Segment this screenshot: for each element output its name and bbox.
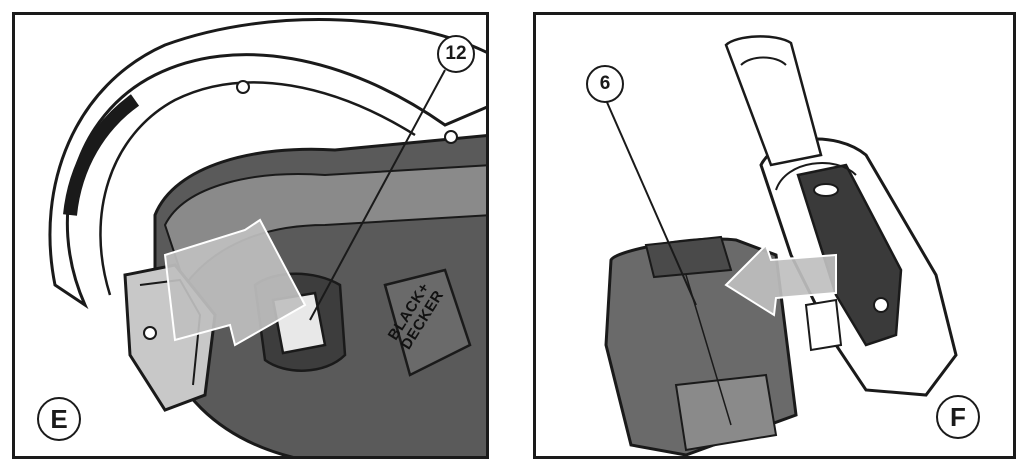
handheld-vacuum-illustration-f [604,35,958,456]
panel-e: 12 BLACK+ DECKER E [12,12,489,459]
callout-leader [309,69,446,321]
panel-letter-f: F [936,395,980,439]
hinged-lid [724,35,823,167]
callout-leader [605,99,697,306]
pull-arrow [724,243,837,317]
panel-letter-e: E [37,397,81,441]
callout-6: 6 [586,65,624,103]
push-arrow [163,218,307,347]
handheld-vacuum-illustration-e [48,18,486,456]
callout-12: 12 [437,35,475,73]
panel-f: 6 F [533,12,1016,459]
